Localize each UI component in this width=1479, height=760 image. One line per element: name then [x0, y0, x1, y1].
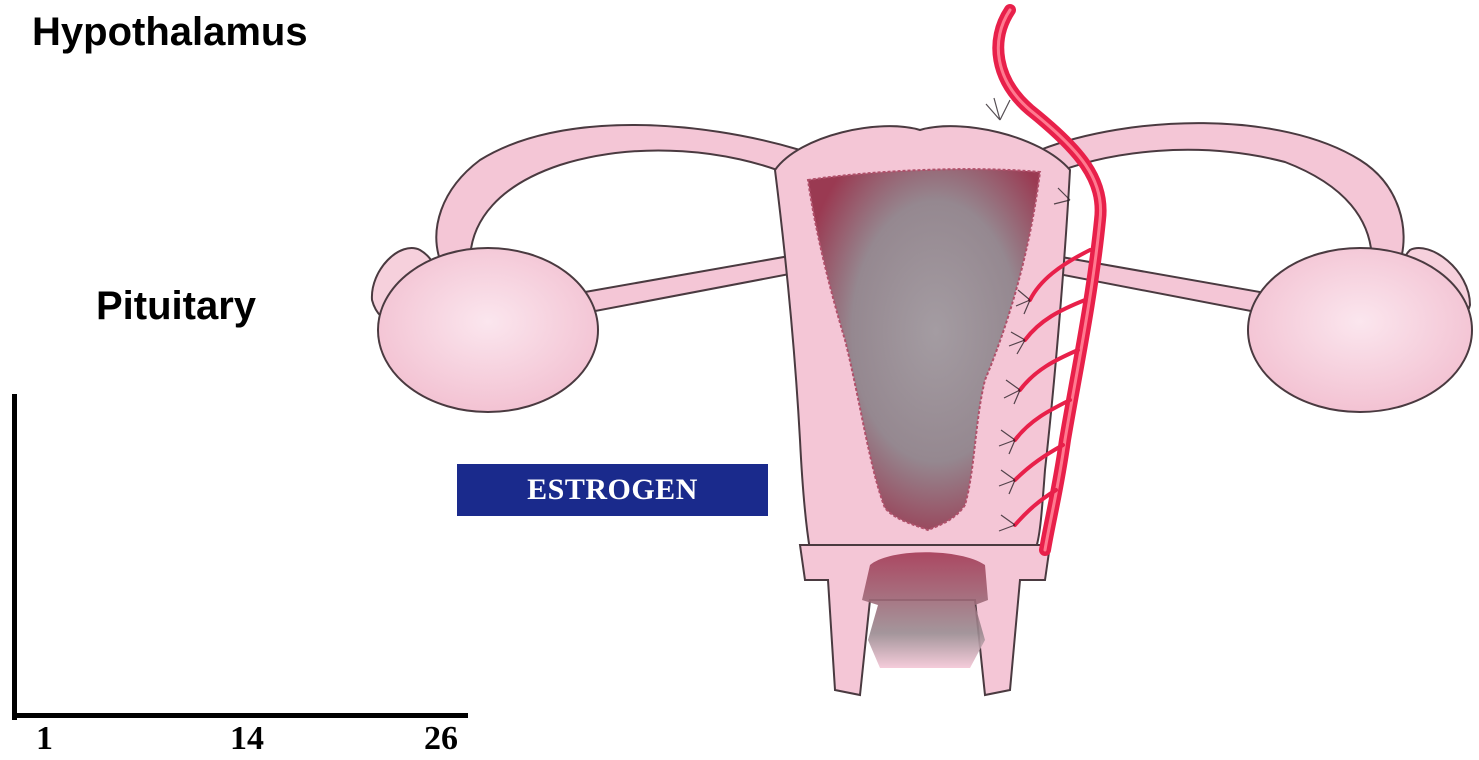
cervical-canal	[862, 552, 988, 668]
right-ovary	[1248, 248, 1472, 412]
left-ovarian-ligament	[585, 255, 800, 312]
left-fallopian-tube	[436, 125, 800, 262]
left-ovary	[378, 248, 598, 412]
